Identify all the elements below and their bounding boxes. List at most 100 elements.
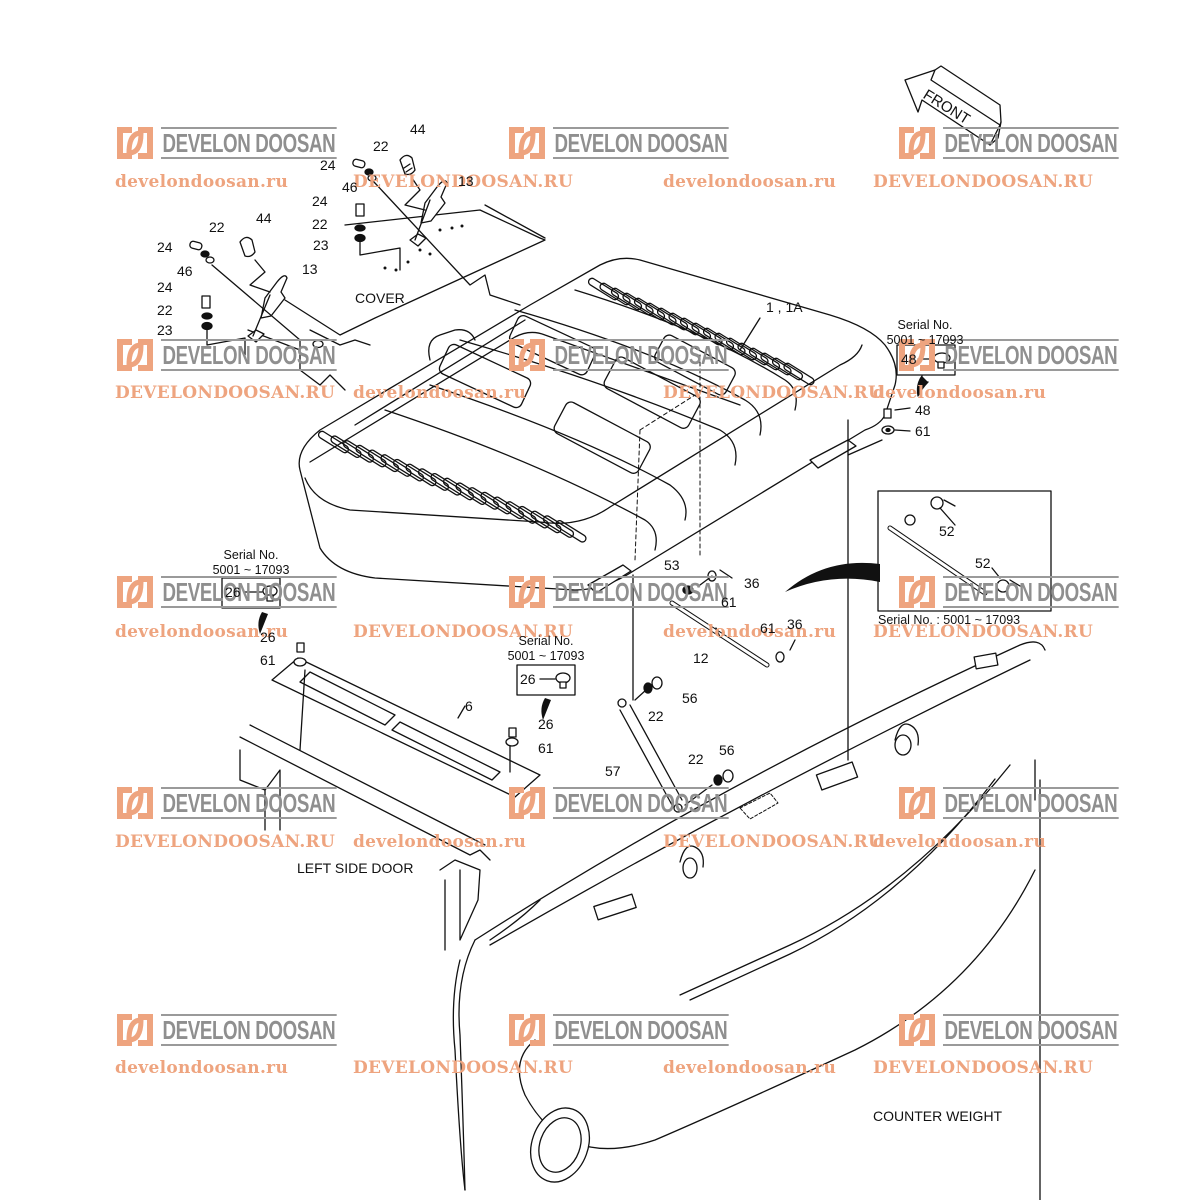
louvre-slot bbox=[492, 496, 525, 520]
direction-swoosh bbox=[541, 698, 551, 720]
callout-22: 22 bbox=[312, 216, 328, 232]
callout-22: 22 bbox=[209, 219, 225, 235]
watermark-url: DEVELONDOOSAN.RU bbox=[115, 832, 336, 852]
louvre-slot bbox=[542, 515, 575, 538]
callout-26: 26 bbox=[538, 716, 554, 732]
direction-swoosh bbox=[785, 562, 880, 592]
watermark-url: DEVELONDOOSAN.RU bbox=[873, 172, 1094, 192]
callout-22: 22 bbox=[648, 708, 664, 724]
watermark-url: develondoosan.ru bbox=[115, 172, 289, 192]
watermark-url: DEVELONDOOSAN.RU bbox=[663, 832, 884, 852]
rod-inset-box bbox=[877, 490, 1052, 612]
callout-36: 36 bbox=[744, 575, 760, 591]
caption-left-side-door: LEFT SIDE DOOR bbox=[297, 860, 414, 876]
louvre-slot bbox=[392, 458, 425, 482]
callout-22: 22 bbox=[373, 138, 389, 154]
watermark-url: DEVELONDOOSAN.RU bbox=[115, 383, 336, 403]
flange-bolt-icon bbox=[539, 672, 571, 689]
watermark-url: DEVELONDOOSAN.RU bbox=[873, 622, 1094, 642]
callout-26-box: 26 bbox=[225, 584, 241, 600]
serial-range: 5001 ~ 17093 bbox=[507, 649, 585, 663]
serial-note-rod-inset: Serial No. : 5001 ~ 17093 bbox=[878, 613, 1021, 627]
louvre-slot bbox=[480, 491, 512, 515]
louvre-slot bbox=[330, 435, 362, 459]
callout-56: 56 bbox=[682, 690, 698, 706]
callout-24: 24 bbox=[157, 279, 173, 295]
callout-46: 46 bbox=[177, 263, 193, 279]
callout-61: 61 bbox=[260, 652, 276, 668]
callout-61: 61 bbox=[538, 740, 554, 756]
callout-61: 61 bbox=[760, 620, 776, 636]
watermark-url: develondoosan.ru bbox=[115, 622, 289, 642]
louvre-slot bbox=[417, 468, 450, 491]
watermark-url: DEVELONDOOSAN.RU bbox=[663, 383, 884, 403]
gas-spring bbox=[617, 574, 734, 813]
louvre-slot bbox=[555, 519, 587, 543]
callout-61: 61 bbox=[915, 423, 931, 439]
door-plate bbox=[271, 642, 541, 798]
callout-56: 56 bbox=[719, 742, 735, 758]
callout-1-1a: 1 , 1A bbox=[766, 299, 803, 315]
louvre-slot bbox=[467, 487, 500, 510]
hood-louvres-right bbox=[587, 277, 815, 386]
watermark-url: DEVELONDOOSAN.RU bbox=[873, 1058, 1094, 1078]
callout-57: 57 bbox=[605, 763, 621, 779]
callout-13: 13 bbox=[302, 261, 318, 277]
callout-23: 23 bbox=[157, 322, 173, 338]
callout-48: 48 bbox=[915, 402, 931, 418]
hood-louvres-left bbox=[317, 430, 587, 543]
latch-assembly-lower bbox=[189, 236, 346, 391]
watermark-url: develondoosan.ru bbox=[353, 832, 527, 852]
callout-24: 24 bbox=[312, 193, 328, 209]
serial-box-26-right bbox=[516, 664, 576, 696]
serial-note-plate-left: Serial No. 5001 ~ 17093 bbox=[196, 548, 306, 578]
callout-46: 46 bbox=[342, 179, 358, 195]
callout-53: 53 bbox=[664, 557, 680, 573]
louvre-slot bbox=[317, 430, 350, 454]
flange-bolt-icon bbox=[917, 352, 951, 369]
watermark-url: develondoosan.ru bbox=[873, 383, 1047, 403]
serial-range: 5001 ~ 17093 bbox=[886, 333, 964, 347]
flange-bolt-icon bbox=[244, 585, 278, 602]
louvre-slot bbox=[342, 440, 375, 463]
callout-22: 22 bbox=[688, 751, 704, 767]
left-side-door-frame bbox=[239, 724, 491, 951]
callout-24: 24 bbox=[157, 239, 173, 255]
louvre-slot bbox=[380, 454, 412, 477]
counter-weight bbox=[452, 641, 1046, 1200]
callout-52: 52 bbox=[975, 555, 991, 571]
front-direction-arrow bbox=[904, 65, 1002, 146]
callout-12: 12 bbox=[693, 650, 709, 666]
louvre-slot bbox=[442, 477, 475, 501]
watermark-url: develondoosan.ru bbox=[663, 172, 837, 192]
serial-label: Serial No. bbox=[897, 318, 953, 332]
callout-48-box: 48 bbox=[901, 351, 917, 367]
callout-23: 23 bbox=[313, 237, 329, 253]
serial-label: Serial No. bbox=[223, 548, 279, 562]
hinge-bolt-right bbox=[847, 375, 929, 761]
louvre-slot bbox=[505, 501, 537, 524]
watermark-url: DEVELONDOOSAN.RU bbox=[353, 622, 574, 642]
callout-24: 24 bbox=[320, 157, 336, 173]
louvre-slot bbox=[430, 472, 462, 496]
callout-26-box: 26 bbox=[520, 671, 536, 687]
louvre-slot bbox=[355, 444, 387, 468]
callout-44: 44 bbox=[410, 121, 426, 137]
louvre-slot bbox=[367, 449, 400, 473]
callout-6: 6 bbox=[465, 698, 473, 714]
serial-note-plate-right: Serial No. 5001 ~ 17093 bbox=[491, 634, 601, 664]
latch-assembly-upper bbox=[352, 154, 521, 306]
callout-44: 44 bbox=[256, 210, 272, 226]
watermark-url: develondoosan.ru bbox=[663, 622, 837, 642]
caption-cover: COVER bbox=[355, 290, 405, 306]
louvre-slot bbox=[530, 510, 562, 534]
louvre-slot bbox=[771, 357, 804, 381]
watermark-url: develondoosan.ru bbox=[353, 383, 527, 403]
louvre-slot bbox=[455, 482, 487, 506]
watermark-url: DEVELONDOOSAN.RU bbox=[353, 172, 574, 192]
callout-61: 61 bbox=[721, 594, 737, 610]
serial-box-26-left bbox=[221, 577, 281, 609]
watermark-url: develondoosan.ru bbox=[663, 1058, 837, 1078]
callout-26: 26 bbox=[260, 629, 276, 645]
serial-range: 5001 ~ 17093 bbox=[212, 563, 290, 577]
